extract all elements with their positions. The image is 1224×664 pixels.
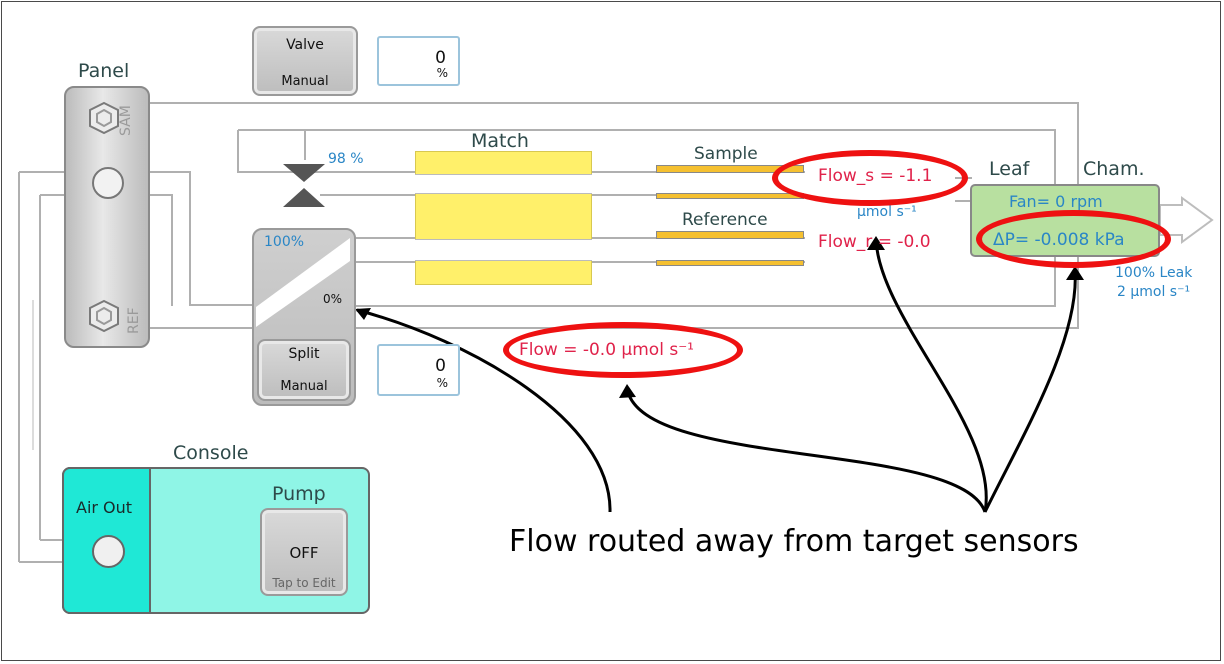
valve-top-triangle	[283, 164, 325, 182]
panel-left-tube	[150, 171, 258, 306]
chamber-label: Cham.	[1083, 158, 1145, 180]
reference-sensor-lower	[656, 260, 804, 266]
panel-outlet-circle	[92, 167, 124, 199]
split-diagonal-channel	[256, 238, 350, 327]
reference-title: Reference	[682, 210, 768, 230]
leak-flow: 2 µmol s⁻¹	[1117, 284, 1191, 300]
pump-title: Pump	[272, 483, 326, 505]
annotation-arrow-leaf	[983, 269, 1077, 513]
split-top-percent: 100%	[264, 234, 305, 250]
split-value-box[interactable]: 0 %	[377, 344, 460, 396]
valve-button[interactable]: Valve Manual	[252, 26, 358, 96]
sample-sensor-lower	[656, 193, 804, 199]
air-out-circle	[92, 535, 125, 568]
annotation-arrow-split	[356, 308, 612, 513]
match-sample-channel	[415, 174, 592, 194]
highlight-delta-p	[976, 210, 1171, 268]
valve-branch-tube	[237, 130, 297, 173]
reference-sensor	[656, 231, 804, 239]
valve-mode: Manual	[281, 74, 329, 89]
sample-title: Sample	[694, 144, 758, 164]
valve-value: 0	[435, 48, 446, 68]
sam-label: SAM	[118, 105, 134, 136]
split-button[interactable]: Split Manual	[257, 339, 351, 401]
pump-button[interactable]: OFF Tap to Edit	[260, 508, 348, 596]
sam-port-icon	[89, 101, 119, 135]
split-mode: Manual	[280, 379, 328, 394]
annotation-arrow-flow	[625, 387, 987, 513]
split-value: 0	[435, 356, 446, 376]
panel-title: Panel	[78, 60, 130, 82]
reference-flow: Flow_r = -0.0	[818, 232, 931, 252]
ref-label: REF	[126, 307, 142, 334]
split-bottom-percent: 0%	[323, 292, 343, 306]
valve-unit: %	[436, 66, 448, 80]
valve-value-box[interactable]: 0 %	[377, 36, 460, 86]
ref-port-icon	[89, 299, 119, 333]
pump-state: OFF	[289, 544, 319, 562]
annotation-arrow-sample	[874, 239, 988, 513]
pump-hint: Tap to Edit	[272, 576, 336, 590]
valve-title: Valve	[286, 37, 324, 53]
leak-percent: 100% Leak	[1115, 265, 1193, 281]
valve-percent: 98 %	[328, 151, 364, 167]
highlight-total-flow	[503, 322, 743, 378]
match-block	[415, 151, 592, 285]
highlight-sample-flow	[772, 150, 968, 206]
fan-speed: Fan= 0 rpm	[1009, 192, 1103, 211]
match-reference-channel	[415, 239, 592, 261]
split-title: Split	[288, 346, 320, 362]
annotation-text: Flow routed away from target sensors	[509, 524, 1079, 559]
air-out-label: Air Out	[76, 498, 133, 517]
panel-ref-tube	[150, 194, 173, 306]
console-title: Console	[173, 442, 249, 464]
valve-bottom-triangle	[283, 188, 325, 207]
leaf-label: Leaf	[989, 158, 1030, 180]
match-title: Match	[471, 130, 529, 152]
sample-flow-unit: µmol s⁻¹	[857, 204, 917, 220]
split-unit: %	[436, 376, 448, 390]
